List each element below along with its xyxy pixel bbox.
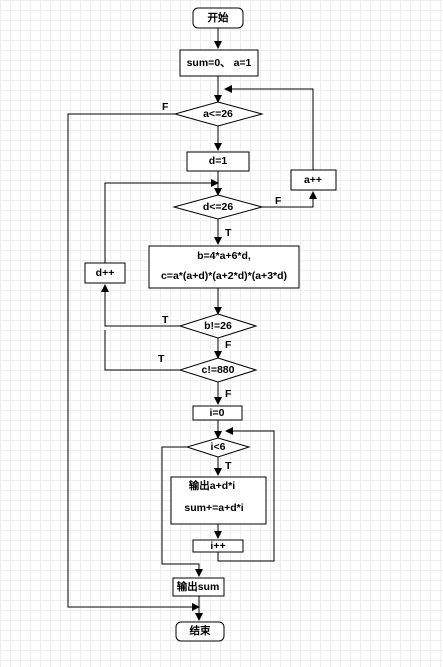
label-cond-c-true: T: [158, 353, 165, 365]
node-inc-a: a++: [290, 169, 337, 191]
edge-labels: F F T T F T F T: [158, 101, 282, 472]
label-cond-c-false: F: [225, 388, 232, 400]
node-init-i: i=0: [192, 405, 243, 421]
node-init: sum=0、 a=1: [179, 49, 259, 77]
node-cond-c: c!=880: [178, 357, 258, 383]
node-inc-d: d++: [84, 262, 126, 284]
node-cond-i-label: i<6: [211, 441, 226, 453]
node-output-sum-label: 输出sum: [177, 580, 220, 593]
node-inc-i-label: i++: [210, 540, 225, 552]
node-cond-a: a<=26: [173, 101, 264, 127]
label-cond-i-true: T: [225, 460, 232, 472]
node-cond-a-label: a<=26: [203, 108, 233, 120]
node-cond-b-label: b!=26: [204, 320, 232, 332]
node-output-term-label: 输出a+d*i: [189, 479, 235, 492]
node-cond-i: i<6: [185, 437, 251, 458]
edge-cond-c-true: [104, 330, 180, 371]
label-cond-b-false: F: [225, 339, 232, 351]
node-start: 开始: [192, 7, 244, 29]
node-cond-d-label: d<=26: [203, 201, 234, 213]
node-init-d-label: d=1: [209, 155, 228, 167]
node-init-label: sum=0、 a=1: [187, 57, 252, 69]
node-inc-i: i++: [192, 539, 244, 553]
node-init-i-label: i=0: [210, 407, 225, 419]
label-cond-d-true: T: [225, 227, 232, 239]
label-cond-a-false: F: [162, 101, 169, 113]
edge-cond-b-true: [101, 284, 180, 327]
edge-inc-i-loop: [217, 427, 275, 562]
node-inc-d-label: d++: [96, 267, 115, 279]
node-cond-b: b!=26: [178, 313, 258, 339]
edge-inc-d-loop: [104, 179, 219, 263]
label-cond-b-true: T: [162, 314, 169, 326]
node-start-label: 开始: [208, 11, 229, 24]
edge-cond-i-false: [161, 446, 203, 577]
node-end: 结束: [175, 621, 225, 642]
node-cond-d: d<=26: [172, 194, 264, 220]
node-cond-c-label: c!=880: [202, 364, 235, 376]
node-output-sum: 输出sum: [172, 577, 225, 597]
edge-inc-a-loop: [224, 85, 314, 170]
node-end-label: 结束: [190, 624, 211, 637]
node-sum-update-label: sum+=a+d*i: [184, 502, 243, 514]
node-calc-c-label: c=a*(a+d)*(a+2*d)*(a+3*d): [161, 270, 287, 282]
edge-cond-a-false: [67, 113, 200, 611]
node-calc: b=4*a+6*d, c=a*(a+d)*(a+2*d)*(a+3*d): [148, 245, 300, 289]
node-init-d: d=1: [186, 151, 250, 172]
label-cond-d-false: F: [275, 195, 282, 207]
edge-cond-d-false: [262, 191, 317, 208]
node-inc-a-label: a++: [304, 174, 322, 186]
node-loop-body: 输出a+d*i sum+=a+d*i: [170, 476, 267, 525]
edges: [67, 28, 317, 621]
node-calc-b-label: b=4*a+6*d,: [197, 250, 251, 262]
